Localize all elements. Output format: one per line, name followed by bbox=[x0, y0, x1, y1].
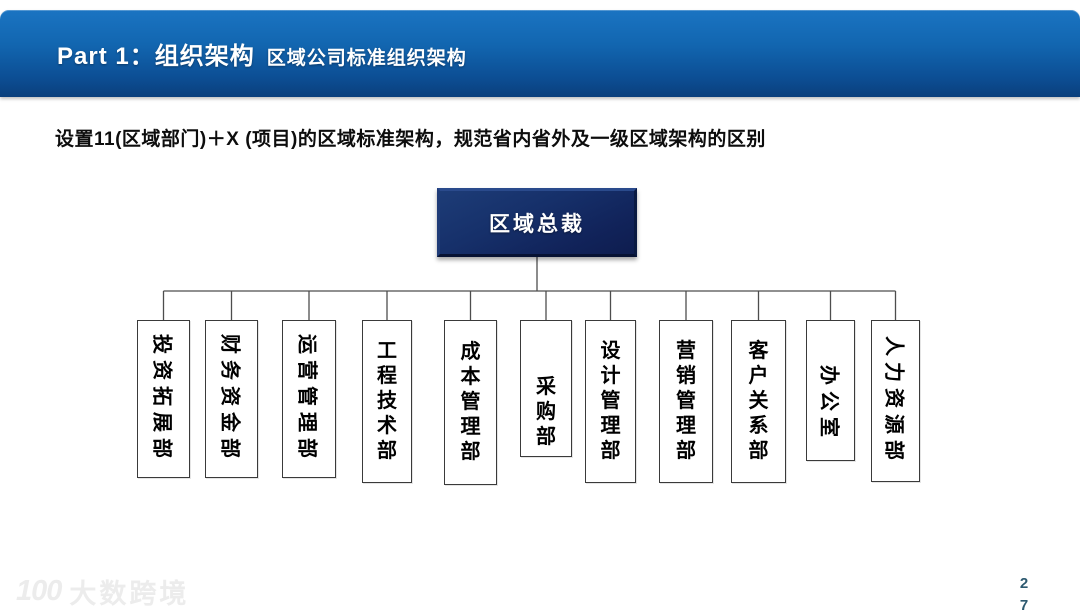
dept-box: 工程技术部 bbox=[362, 320, 412, 483]
page-number: 2 7 bbox=[1014, 576, 1034, 614]
dept-label: 人力资源部 bbox=[882, 336, 904, 466]
watermark-brand-text: 大数跨境 bbox=[69, 579, 190, 609]
dept-label: 营销管理部 bbox=[676, 340, 696, 462]
dept-box: 投资拓展部 bbox=[137, 320, 190, 478]
dept-label: 运营管理部 bbox=[295, 334, 318, 464]
dept-box: 人力资源部 bbox=[871, 320, 920, 482]
dept-box: 营销管理部 bbox=[659, 320, 713, 483]
dept-box: 运营管理部 bbox=[282, 320, 336, 478]
slide-description: 设置11(区域部门)＋X (项目)的区域标准架构，规范省内省外及一级区域架构的区… bbox=[55, 129, 766, 150]
dept-box: 客户关系部 bbox=[731, 320, 786, 483]
dept-label: 设计管理部 bbox=[600, 340, 621, 462]
org-root-label: 区域总裁 bbox=[489, 212, 585, 236]
header-subtitle: 区域公司标准组织架构 bbox=[266, 48, 467, 69]
watermark: 100 大数跨境 bbox=[16, 572, 189, 611]
dept-label: 办公室 bbox=[817, 365, 839, 444]
dept-label: 客户关系部 bbox=[748, 340, 769, 462]
page-number-bottom: 7 bbox=[1019, 597, 1029, 614]
watermark-logo-icon: 100 bbox=[16, 575, 62, 607]
org-root-box: 区域总裁 bbox=[437, 188, 637, 257]
dept-label: 工程技术部 bbox=[377, 340, 397, 462]
dept-label: 成本管理部 bbox=[460, 341, 481, 463]
dept-label: 采购部 bbox=[536, 376, 556, 448]
dept-box: 采购部 bbox=[520, 320, 572, 457]
header-title-group: Part 1：组织架构 区域公司标准组织架构 bbox=[0, 36, 467, 71]
page-number-top: 2 bbox=[1019, 575, 1029, 592]
dept-label: 财务资金部 bbox=[218, 334, 240, 464]
dept-box: 设计管理部 bbox=[585, 320, 636, 483]
dept-box: 成本管理部 bbox=[444, 320, 497, 485]
header-title: Part 1：组织架构 bbox=[57, 43, 255, 70]
slide-header-banner: Part 1：组织架构 区域公司标准组织架构 bbox=[0, 10, 1080, 97]
dept-box: 财务资金部 bbox=[205, 320, 258, 478]
dept-label: 投资拓展部 bbox=[150, 334, 172, 464]
dept-box: 办公室 bbox=[806, 320, 855, 461]
